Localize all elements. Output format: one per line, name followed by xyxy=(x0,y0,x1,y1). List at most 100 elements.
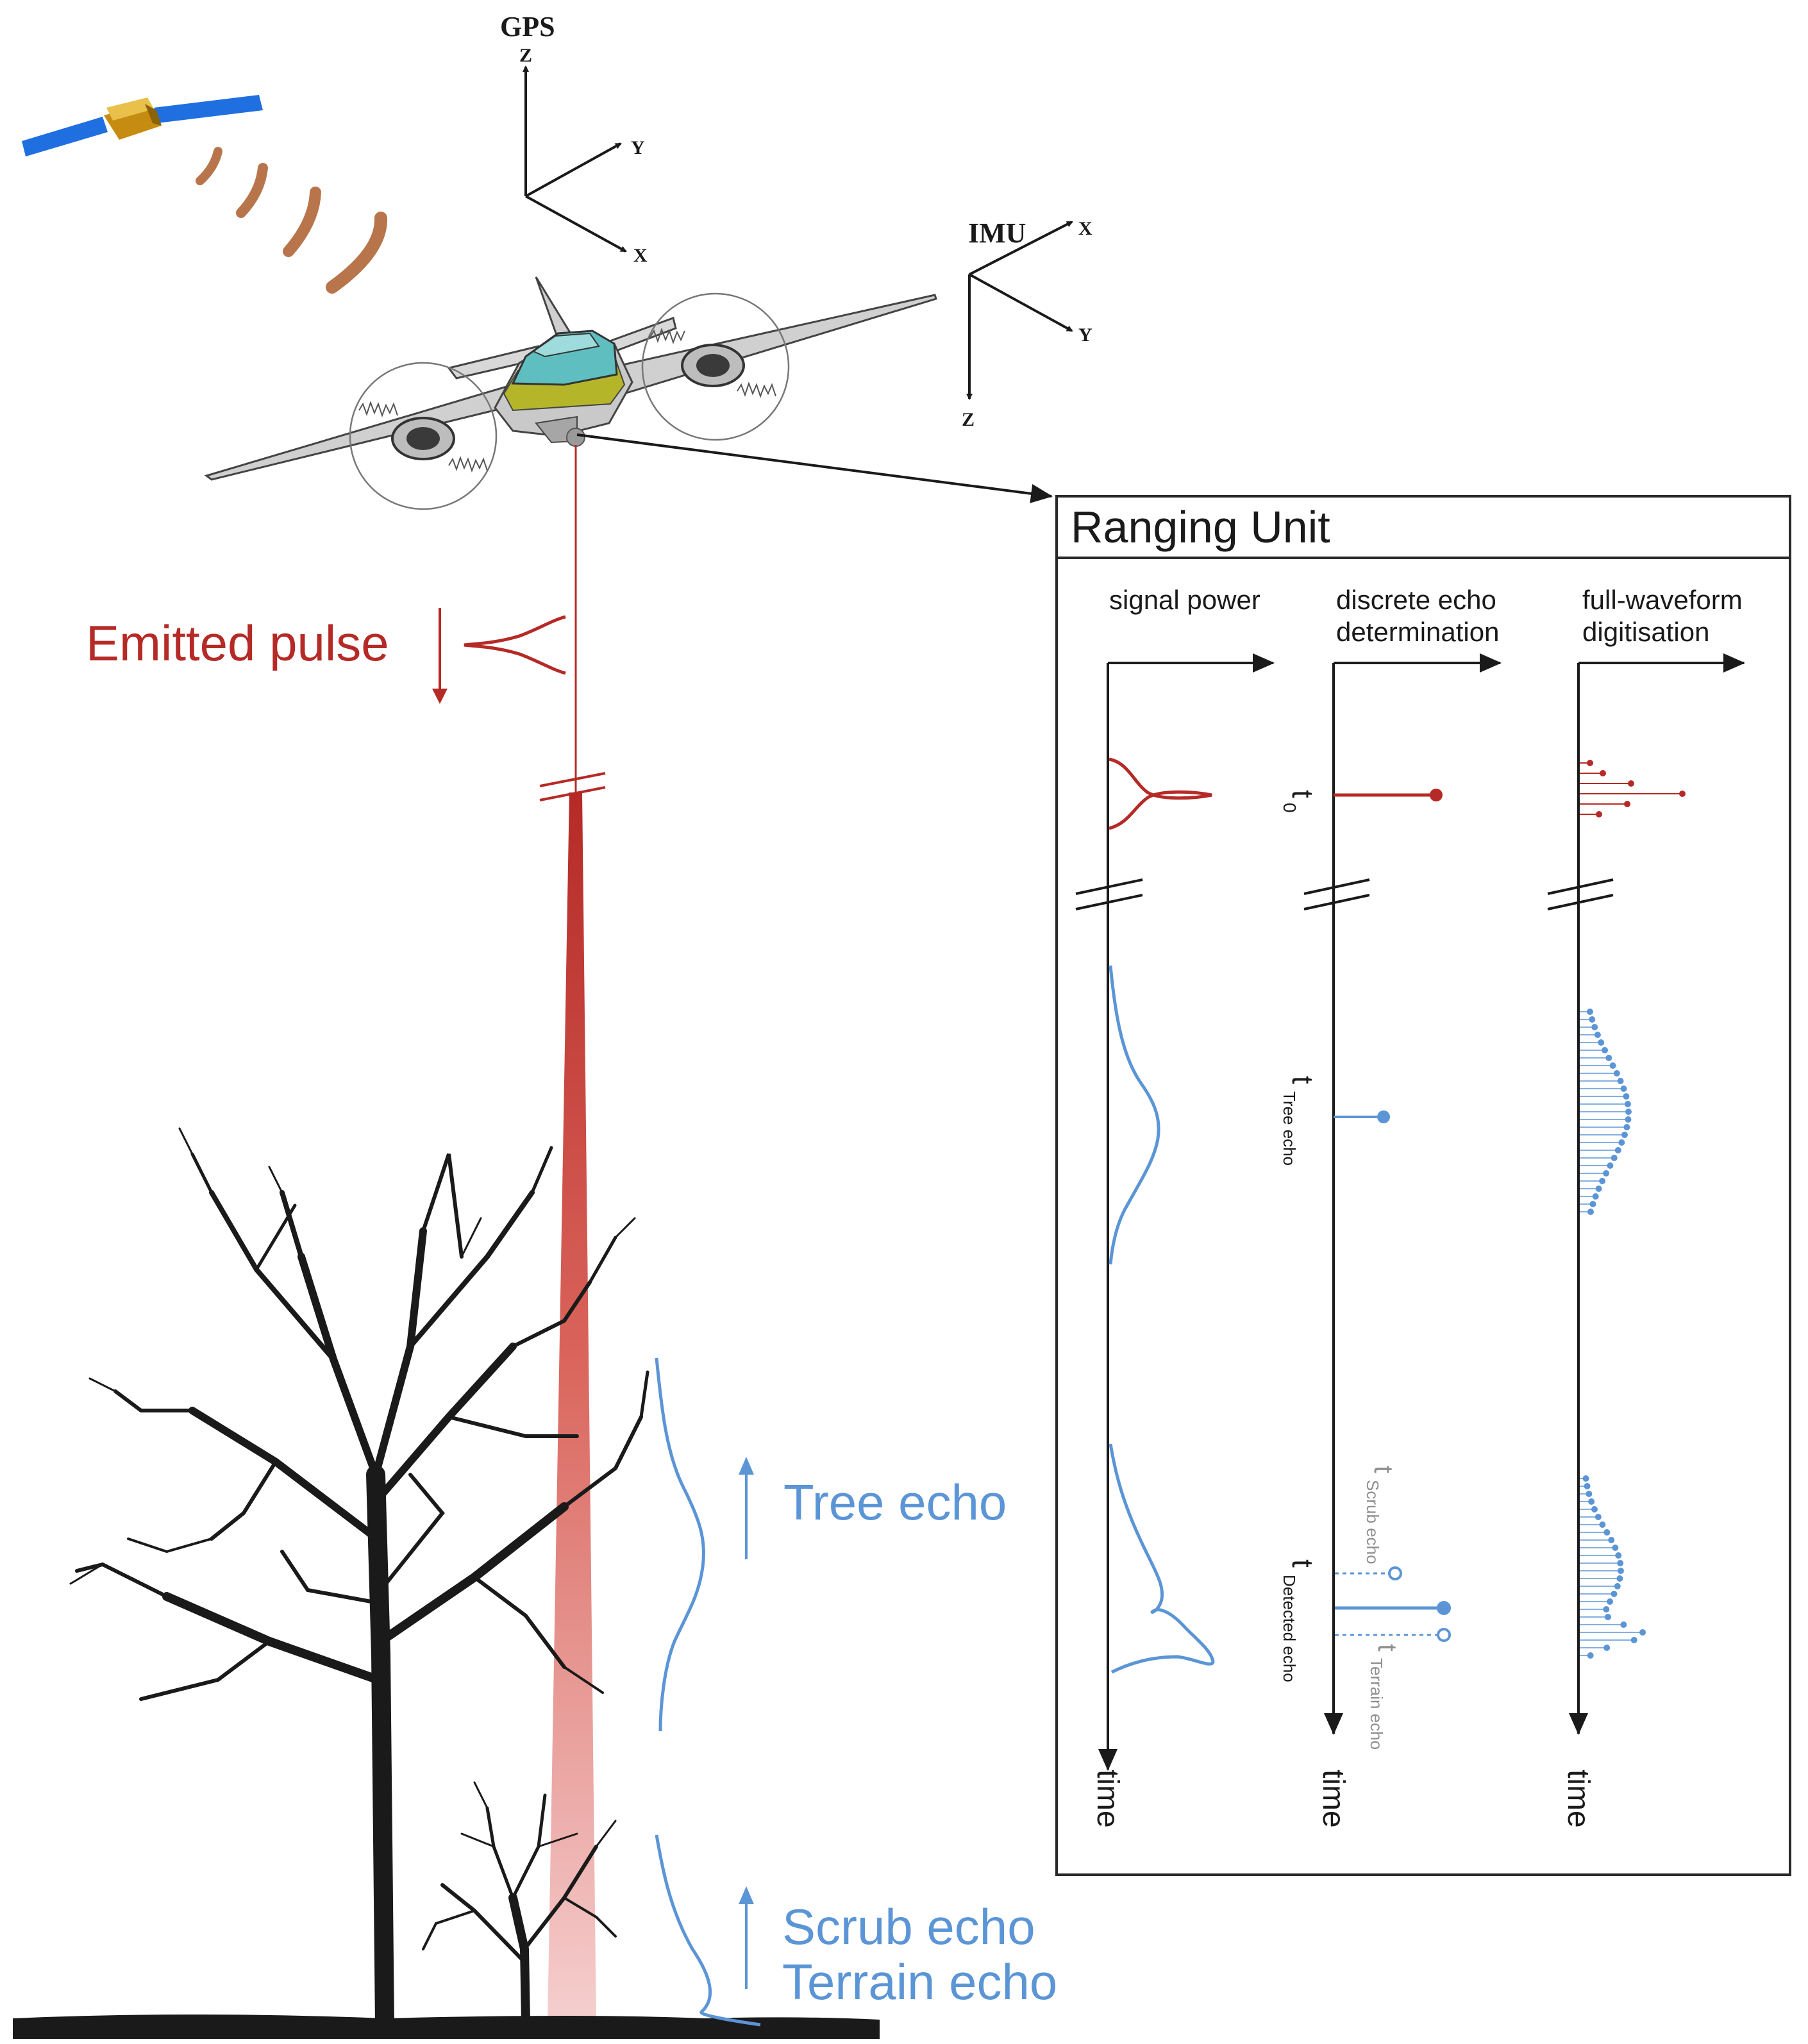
signal-tree-echo xyxy=(1109,965,1160,1265)
scrub-echo-arrowhead xyxy=(739,1886,754,1904)
fw-scrub-terrain-sample-dot xyxy=(1630,1637,1637,1643)
fw-scrub-terrain-sample-dot xyxy=(1615,1552,1622,1559)
gps-axis-x: X xyxy=(633,245,648,266)
emitted-pulse-label: Emitted pulse xyxy=(86,615,389,671)
discrete-terrain-dot xyxy=(1437,1628,1451,1642)
terrain-echo-label: Terrain echo xyxy=(782,1954,1057,2010)
col2-header-line2: determination xyxy=(1336,617,1499,647)
fw-emitted-sample-dot xyxy=(1679,791,1686,797)
discrete-tree-dot xyxy=(1377,1110,1390,1123)
fw-tree-sample-dot xyxy=(1589,1201,1596,1207)
fw-scrub-terrain-sample-dot xyxy=(1611,1591,1618,1597)
laser-beam xyxy=(548,792,596,2023)
fw-emitted-sample-dot xyxy=(1628,780,1634,787)
fw-emitted-sample-dot xyxy=(1600,770,1606,776)
fw-tree-sample-dot xyxy=(1623,1093,1630,1100)
col2-time-label: time xyxy=(1316,1770,1350,1828)
signal-scrub-terrain-echo xyxy=(1109,1443,1215,1674)
gps-axis-y: Y xyxy=(631,137,645,158)
ranging-unit-title: Ranging Unit xyxy=(1071,502,1330,552)
fw-scrub-terrain-sample-dot xyxy=(1616,1575,1623,1582)
signal-power-axes xyxy=(1098,653,1275,1771)
tree-echo-arrowhead xyxy=(739,1457,754,1475)
fw-scrub-terrain-sample-dot xyxy=(1614,1583,1621,1589)
gps-axes xyxy=(523,65,627,253)
aircraft-icon xyxy=(204,276,937,510)
fw-scrub-terrain-sample-dot xyxy=(1604,1614,1611,1620)
fw-tree-sample-dot xyxy=(1587,1209,1594,1215)
imu-axis-y: Y xyxy=(1078,324,1092,346)
fw-scrub-terrain-sample-dot xyxy=(1603,1645,1611,1651)
imu-axis-x: X xyxy=(1078,218,1092,239)
fw-tree-sample-dot xyxy=(1618,1139,1625,1146)
ranging-unit-panel: Ranging Unit signal power discrete echo … xyxy=(1055,495,1791,1876)
scrub-echo-label: Scrub echo xyxy=(782,1898,1035,1955)
fw-tree-sample-dot xyxy=(1624,1101,1631,1107)
fw-tree-sample-dot xyxy=(1592,1193,1599,1200)
beam-break-marks xyxy=(539,772,606,801)
t-scrub-label: t Scrub echo xyxy=(1363,1466,1399,1564)
discrete-detected-dot xyxy=(1437,1601,1451,1615)
imu-axes xyxy=(966,221,1073,400)
ranging-connector-arrow xyxy=(576,433,1053,503)
fw-scrub-terrain-sample-dot xyxy=(1588,1498,1595,1505)
fw-scrub-terrain-sample-dot xyxy=(1603,1529,1611,1536)
propeller-blur xyxy=(358,328,776,473)
t-tree-t: t xyxy=(1286,1076,1319,1084)
t-detected-sub: Detected echo xyxy=(1280,1575,1299,1682)
fw-tree-sample-dot xyxy=(1605,1055,1612,1061)
t-terrain-sub: Terrain echo xyxy=(1367,1658,1386,1750)
fw-tree-sample-dot xyxy=(1613,1070,1620,1076)
fw-emitted-sample-dot xyxy=(1624,801,1630,807)
fw-scrub-terrain-sample-dot xyxy=(1612,1545,1619,1551)
fw-tree-sample-dot xyxy=(1589,1016,1596,1023)
axis-break-marks xyxy=(1075,878,1614,910)
col1-time-label: time xyxy=(1091,1770,1125,1828)
t-terrain-label: t Terrain echo xyxy=(1367,1644,1403,1750)
imu-label: IMU xyxy=(968,217,1026,249)
t-terrain-t: t xyxy=(1373,1644,1403,1652)
fw-tree-sample-dot xyxy=(1611,1155,1618,1161)
fw-tree-sample-dot xyxy=(1607,1162,1614,1169)
fw-tree-sample-dot xyxy=(1599,1178,1606,1184)
fw-tree-sample-dot xyxy=(1621,1132,1628,1138)
fw-tree-sample-dot xyxy=(1594,1032,1601,1038)
fw-scrub-terrain-sample-dot xyxy=(1608,1537,1615,1543)
fw-scrub-terrain-sample-dot xyxy=(1584,1483,1591,1489)
gps-label: GPS xyxy=(500,11,555,42)
fw-emitted-sample-dot xyxy=(1596,811,1602,817)
gps-axis-z: Z xyxy=(519,45,532,66)
fw-scrub-terrain-sample-dot xyxy=(1595,1514,1602,1520)
t-detected-t: t xyxy=(1286,1559,1319,1568)
discrete-echo-axes xyxy=(1324,653,1502,1735)
t-tree-label: t Tree echo xyxy=(1280,1076,1319,1166)
fw-scrub-terrain-sample-dot xyxy=(1617,1568,1624,1574)
emitted-pulse-arrowhead xyxy=(432,689,448,704)
ground-icon xyxy=(13,2015,880,2039)
t0-t: t xyxy=(1286,790,1319,798)
col1-header: signal power xyxy=(1109,585,1260,615)
fw-tree-sample-dot xyxy=(1614,1147,1621,1153)
fw-scrub-terrain-sample-dot xyxy=(1607,1598,1614,1605)
t0-sub: 0 xyxy=(1280,803,1300,813)
fw-tree-sample-dot xyxy=(1602,1047,1609,1053)
col3-time-label: time xyxy=(1561,1770,1595,1828)
t-detected-label: t Detected echo xyxy=(1280,1559,1319,1682)
signal-emitted-pulse xyxy=(1109,757,1212,830)
fw-tree-sample-dot xyxy=(1595,1185,1602,1192)
fw-scrub-terrain-sample-dot xyxy=(1599,1521,1606,1528)
signal-waves-icon xyxy=(196,147,388,294)
fw-tree-sample-dot xyxy=(1617,1078,1624,1084)
fw-scrub-terrain-sample-dot xyxy=(1620,1621,1627,1628)
fw-scrub-terrain-sample-dot xyxy=(1591,1506,1598,1512)
t-tree-sub: Tree echo xyxy=(1280,1091,1299,1166)
full-waveform-samples xyxy=(1580,760,1686,1659)
tree-icon xyxy=(69,1127,649,2033)
fw-tree-sample-dot xyxy=(1609,1062,1616,1069)
emitted-pulse-curve xyxy=(464,615,566,675)
fw-scrub-terrain-sample-dot xyxy=(1603,1606,1610,1613)
fw-tree-sample-dot xyxy=(1586,1009,1593,1015)
t-scrub-t: t xyxy=(1369,1466,1399,1473)
fw-tree-sample-dot xyxy=(1591,1024,1598,1030)
